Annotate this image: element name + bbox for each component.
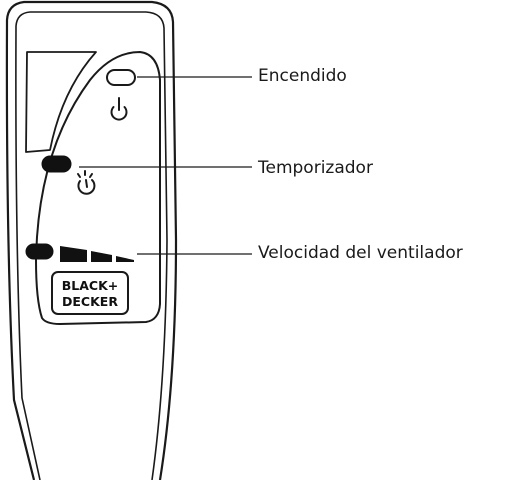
brand-logo: BLACK+ DECKER	[51, 271, 129, 315]
timer-icon	[77, 170, 96, 195]
fan-speed-button[interactable]	[25, 243, 54, 260]
power-icon	[110, 97, 128, 121]
callout-label-timer: Temporizador	[258, 158, 373, 178]
callout-label-power: Encendido	[258, 66, 347, 86]
timer-button[interactable]	[41, 155, 72, 173]
remote-body-inner	[15, 11, 168, 481]
brand-line-2: DECKER	[62, 294, 118, 309]
callout-label-fan-speed: Velocidad del ventilador	[258, 243, 463, 263]
remote-top-sweep	[25, 51, 97, 153]
brand-line-1: BLACK+	[62, 278, 119, 293]
power-button[interactable]	[106, 69, 136, 86]
fan-speed-bars-icon	[60, 246, 134, 262]
